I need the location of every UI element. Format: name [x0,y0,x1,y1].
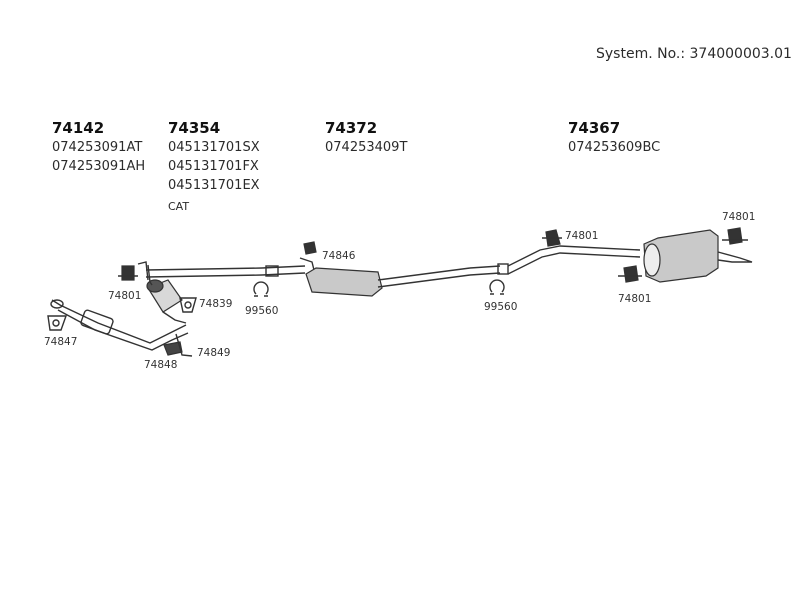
part-group-74142: 74142 074253091AT 074253091AH [52,118,145,176]
part-group-74354: 74354 045131701SX 045131701FX 045131701E… [168,118,260,216]
part-group-74367: 74367 074253609BC [568,118,660,157]
system-number: System. No.: 374000003.01 [596,46,792,62]
rubber-mount-top [542,229,562,247]
callout-99560: 99560 [484,301,518,313]
middle-pipe [145,264,306,286]
hanger-74848 [163,333,193,357]
hanger-74846 [299,241,317,271]
rubber-mount-left [118,261,149,281]
part-number: 074253609BC [568,140,661,155]
gasket-74839 [179,297,197,313]
group-head: 74354 [168,119,221,137]
clamp-right [489,279,505,295]
callout-74848: 74848 [144,359,178,371]
callout-99560: 99560 [245,305,279,317]
callout-74801: 74801 [565,230,599,242]
rubber-mount-right-top [722,227,748,245]
middle-silencer [305,263,509,297]
group-head: 74367 [568,119,621,137]
part-number: 045131701EX [168,178,260,193]
callout-74801: 74801 [722,211,756,223]
part-number: 045131701SX [168,140,260,155]
flange-gasket [47,315,67,331]
callout-74801: 74801 [618,293,652,305]
cat-note: CAT [168,200,190,213]
part-number: 074253091AT [52,140,143,155]
callout-74849: 74849 [197,347,231,359]
rear-pipe [507,245,641,275]
group-head: 74142 [52,119,105,137]
clamp-left [253,281,269,297]
callout-74847: 74847 [44,336,78,348]
catalytic-converter [146,279,187,324]
group-head: 74372 [325,119,378,137]
callout-74846: 74846 [322,250,356,262]
part-number: 074253409T [325,140,408,155]
part-number: 045131701FX [168,159,259,174]
callout-74839: 74839 [199,298,233,310]
rear-silencer [643,229,753,283]
part-group-74372: 74372 074253409T [325,118,407,157]
callout-74801: 74801 [108,290,142,302]
part-number: 074253091AH [52,159,146,174]
rubber-mount-lower [618,265,642,283]
